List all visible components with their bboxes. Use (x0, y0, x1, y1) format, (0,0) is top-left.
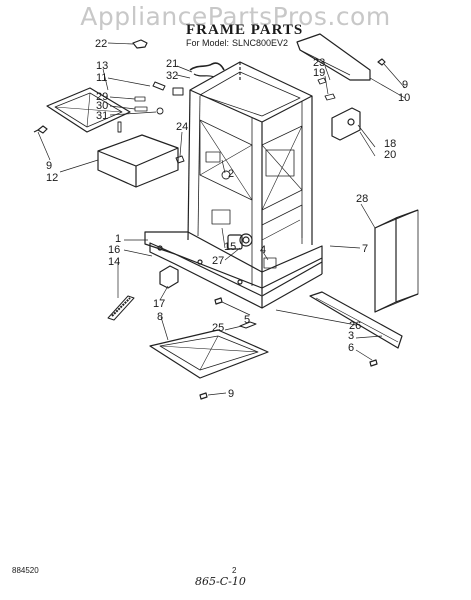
page-number: 2 (232, 566, 237, 575)
callout-9-right: 9 (402, 79, 408, 91)
callout-4: 4 (260, 244, 266, 256)
callout-27: 27 (212, 255, 224, 267)
callout-5: 5 (244, 314, 250, 326)
callout-12: 12 (46, 172, 58, 184)
callout-15: 15 (224, 241, 236, 253)
leader-lines (37, 42, 406, 396)
callout-30: 30 (96, 100, 108, 112)
callout-2: 2 (228, 168, 234, 180)
callout-9-bottom: 9 (228, 388, 234, 400)
diagram-title: FRAME PARTS (186, 22, 304, 38)
callout-13: 13 (96, 60, 108, 72)
top-parts (132, 39, 225, 96)
watermark-text: AppliancePartsPros.com (80, 2, 391, 31)
model-line: For Model:SLNC800EV2 (186, 38, 291, 48)
right-top-bracket (296, 33, 386, 141)
callout-20: 20 (384, 149, 396, 161)
callout-24: 24 (176, 121, 188, 133)
cabinet-frame (144, 61, 323, 309)
model-label: For Model: (186, 38, 230, 48)
callout-3: 3 (348, 330, 354, 342)
footer-code: 884520 (12, 566, 39, 575)
callout-10: 10 (398, 92, 410, 104)
callout-16: 16 (108, 244, 120, 256)
callout-labels: 22 21 32 13 11 29 30 31 9 12 24 23 19 9 … (46, 38, 410, 400)
callout-28: 28 (356, 193, 368, 205)
callout-26: 26 (349, 320, 361, 332)
callout-7: 7 (362, 243, 368, 255)
callout-11: 11 (96, 72, 107, 84)
callout-25: 25 (212, 322, 224, 334)
callout-1: 1 (115, 233, 121, 245)
callout-23: 23 (313, 57, 325, 69)
callout-32: 32 (166, 70, 178, 82)
callout-19: 19 (313, 67, 325, 79)
callout-18: 18 (384, 138, 396, 150)
callout-21: 21 (166, 58, 178, 70)
callout-9-left: 9 (46, 160, 52, 172)
callout-31: 31 (96, 110, 108, 122)
callout-6: 6 (348, 342, 354, 354)
callout-22: 22 (95, 38, 107, 50)
callout-29: 29 (96, 91, 108, 103)
callout-17: 17 (153, 298, 165, 310)
callout-14: 14 (108, 256, 120, 268)
left-panel-assembly (33, 87, 185, 188)
bottom-pan-assembly (107, 265, 403, 400)
callout-8: 8 (157, 311, 163, 323)
handwritten-note: 865-C-10 (195, 575, 246, 588)
model-number: SLNC800EV2 (232, 38, 289, 48)
right-side-panel (374, 209, 419, 313)
